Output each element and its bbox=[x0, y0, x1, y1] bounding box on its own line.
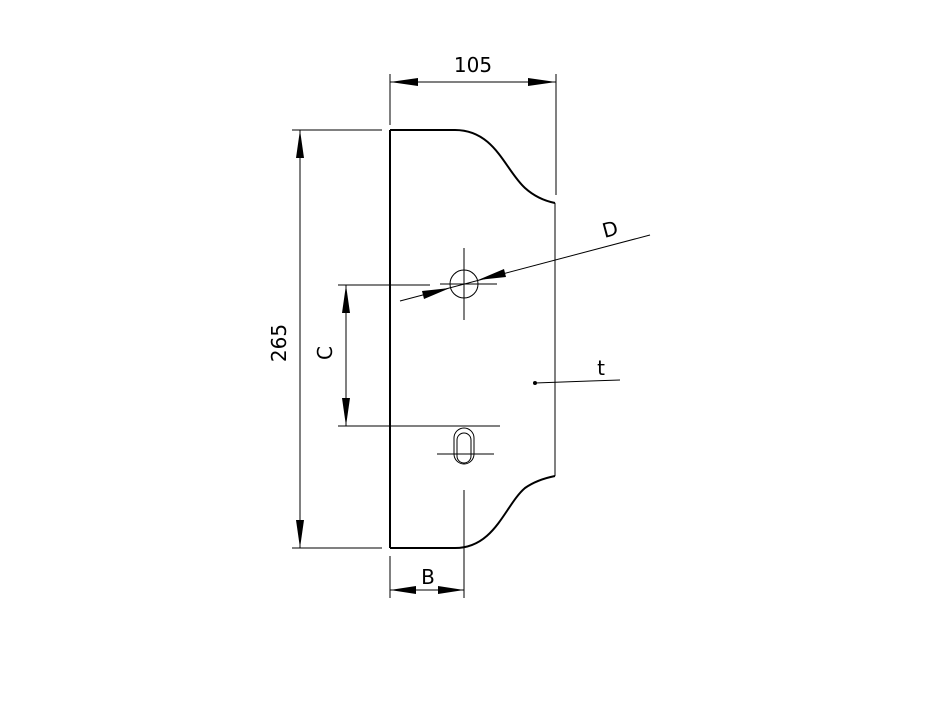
height-value: 265 bbox=[267, 324, 291, 362]
b-arrow-right bbox=[438, 586, 464, 594]
cylinder-keyhole-inner bbox=[456, 432, 472, 464]
d-arrow-inner bbox=[422, 288, 450, 299]
dimension-c: C bbox=[313, 284, 500, 427]
lock-holes bbox=[437, 248, 497, 598]
height-arrow-top bbox=[296, 130, 304, 158]
plate-top-edge bbox=[390, 129, 556, 204]
t-label: t bbox=[597, 356, 605, 380]
dimension-b: B bbox=[389, 556, 464, 598]
width-arrow-right bbox=[528, 78, 556, 86]
dimension-width: 105 bbox=[389, 53, 557, 195]
dimension-d: D bbox=[399, 216, 651, 302]
height-arrow-bottom bbox=[296, 520, 304, 548]
t-leader-line bbox=[534, 380, 591, 384]
d-label: D bbox=[600, 216, 621, 243]
c-arrow-top bbox=[342, 285, 350, 313]
c-label: C bbox=[313, 346, 337, 360]
width-arrow-left bbox=[390, 78, 418, 86]
b-arrow-left bbox=[390, 586, 416, 594]
b-label: B bbox=[421, 565, 435, 589]
dimension-t: t bbox=[533, 356, 621, 385]
plate-outline bbox=[389, 129, 556, 549]
plate-bottom-edge bbox=[390, 475, 556, 549]
d-arrow-outer bbox=[478, 269, 506, 280]
t-leader-shelf bbox=[589, 379, 621, 382]
width-value: 105 bbox=[454, 53, 492, 77]
dimension-height: 265 bbox=[267, 129, 382, 549]
c-arrow-bottom bbox=[342, 398, 350, 426]
